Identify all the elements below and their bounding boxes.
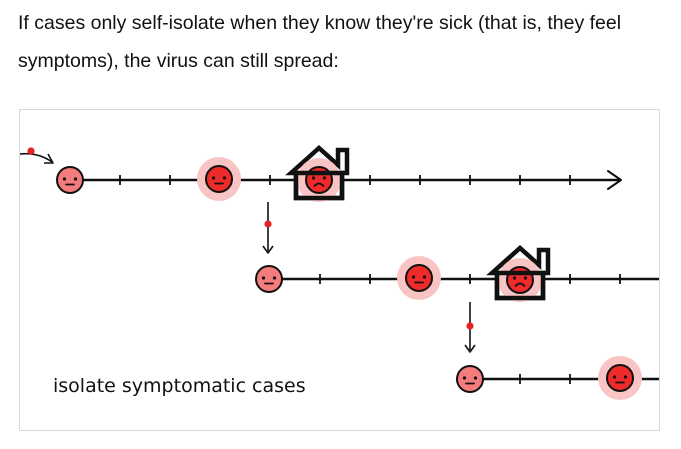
- timeline-row-3: [456, 355, 659, 401]
- diagram-canvas: isolate symptomatic cases: [20, 110, 659, 401]
- transmission-arrow-icon: [262, 202, 274, 254]
- timeline-row-1: [20, 147, 622, 254]
- sick-face-icon: [396, 255, 442, 301]
- timeline-row-2: [255, 248, 659, 353]
- house-icon: [492, 248, 548, 302]
- transmission-arrow-icon: [464, 302, 476, 353]
- sick-face-icon: [196, 156, 242, 202]
- neutral-face-icon: [56, 166, 84, 194]
- incoming-arrow-icon: [20, 147, 54, 164]
- neutral-face-icon: [255, 265, 283, 293]
- diagram-caption: isolate symptomatic cases: [53, 375, 306, 397]
- neutral-face-icon: [456, 365, 484, 393]
- intro-text: If cases only self-isolate when they kno…: [18, 12, 622, 72]
- isolation-diagram: isolate symptomatic cases: [19, 109, 660, 431]
- sick-face-icon: [597, 355, 643, 401]
- house-icon: [291, 148, 347, 202]
